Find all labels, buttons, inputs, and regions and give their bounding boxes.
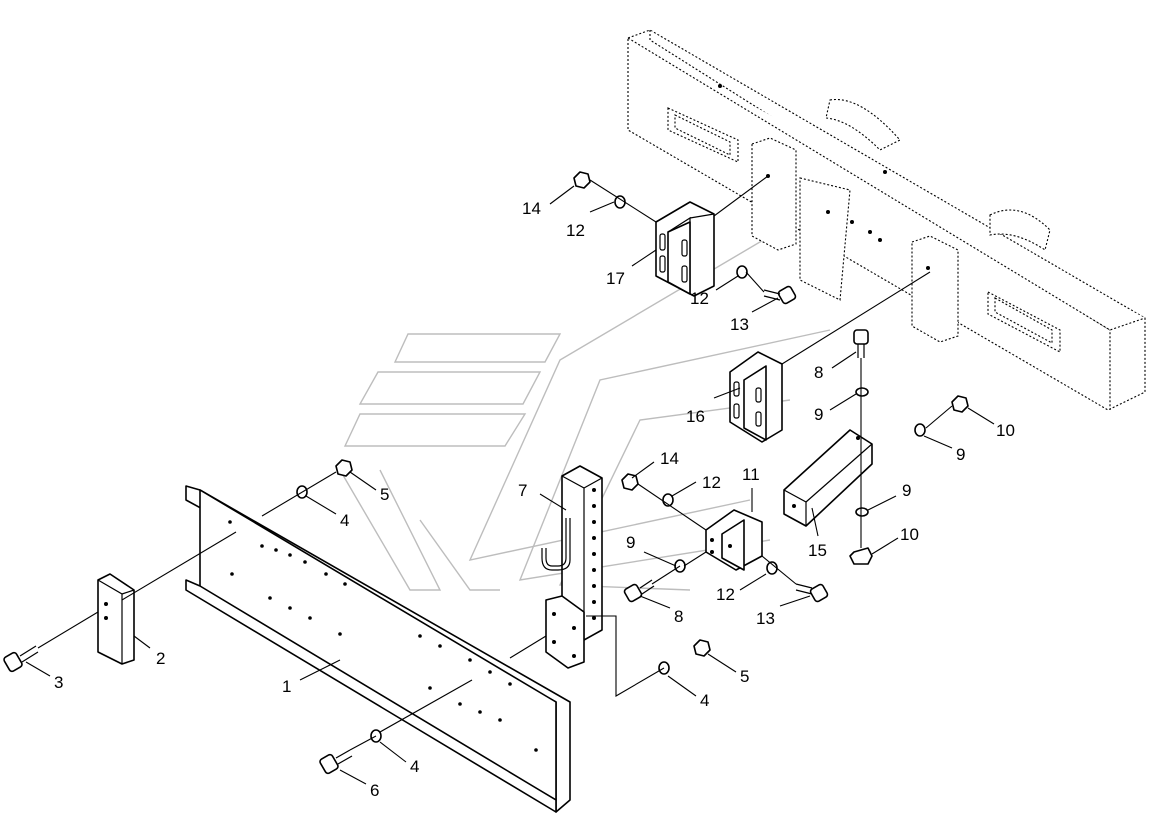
callout-12-top: 12 [566,221,585,240]
callout-10-lower: 10 [900,525,919,544]
callout-pointers [25,185,995,785]
callout-14-lower: 14 [660,449,679,468]
part-9-washers [674,387,926,573]
callout-10-upper: 10 [996,421,1015,440]
callout-7: 7 [518,481,527,500]
callout-4-right: 4 [700,691,709,710]
callout-1: 1 [282,677,291,696]
callout-13-upper: 13 [730,315,749,334]
part-2-spacer-block [97,573,135,665]
callout-6: 6 [370,781,379,800]
part-14-nuts [573,171,639,491]
callout-labels: 1 2 3 4 4 4 5 5 6 7 8 8 9 9 9 9 10 10 11… [54,199,1015,800]
callout-16: 16 [686,407,705,426]
part-10-nuts [849,395,969,565]
part-7-mounting-post [541,465,603,669]
callout-5-right: 5 [740,667,749,686]
callout-11: 11 [742,465,760,484]
part-3-bolt [3,645,39,673]
callout-3: 3 [54,673,63,692]
callout-4-lower: 4 [410,757,419,776]
callout-4-upper: 4 [340,511,349,530]
part-13-bolts [763,285,829,603]
callout-2: 2 [156,649,165,668]
callout-9-upper: 9 [814,405,823,424]
callout-12-middle: 12 [702,473,721,492]
callout-8-upper: 8 [814,363,823,382]
part-8-bolts [623,329,869,603]
callout-9-left: 9 [626,533,635,552]
part-1-channel-beam [185,485,571,813]
callout-12-upper: 12 [690,289,709,308]
assembly-lines [37,175,953,751]
callout-17: 17 [606,269,625,288]
callout-12-lower: 12 [716,585,735,604]
part-17-bracket [655,201,715,297]
callout-13-lower: 13 [756,609,775,628]
part-16-bracket [729,351,783,443]
callout-14-upper: 14 [522,199,541,218]
vehicle-rear-frame [627,29,1146,411]
callout-15: 15 [808,541,827,560]
part-5-nuts [335,459,711,657]
callout-9-right: 9 [956,445,965,464]
part-11-small-bracket [705,509,763,571]
callout-5-left: 5 [380,485,389,504]
callout-8-lower: 8 [674,607,683,626]
callout-9-middle: 9 [902,481,911,500]
part-6-bolt [319,749,353,775]
